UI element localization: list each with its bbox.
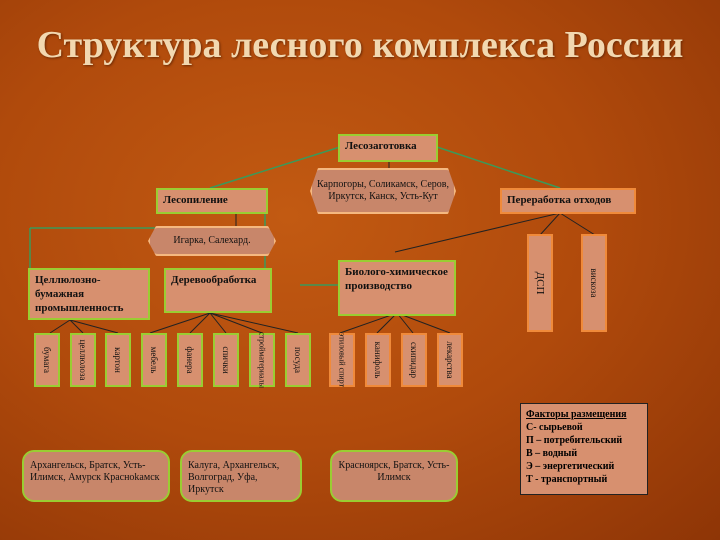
node-logging: Лесозаготовка (338, 134, 438, 162)
product-box: мебель (141, 333, 167, 387)
product-box: картон (105, 333, 131, 387)
node-wood: Деревообработка (164, 268, 272, 313)
product-box: ДСП (527, 234, 553, 332)
factors-legend: Факторы размещения С- сырьевой П – потре… (520, 403, 648, 495)
biochem-cities: Красноярск, Братск, Усть-Илимск (330, 450, 458, 502)
node-pulp: Целлюлозно-бумажная промышленность (28, 268, 150, 320)
product-box: бумага (34, 333, 60, 387)
factors-title: Факторы размещения (526, 409, 627, 420)
factor-item: С- сырьевой (526, 422, 583, 433)
sawmill-cities: Игарка, Салехард. (148, 226, 276, 256)
wood-cities: Калуга, Архангельск, Волгоград, Уфа, Ирк… (180, 450, 302, 502)
logging-cities: Карпогоры, Соликамск, Серов, Иркутск, Ка… (310, 168, 456, 214)
factor-item: П – потребительский (526, 435, 623, 446)
product-box: спички (213, 333, 239, 387)
product-box: посуда (285, 333, 311, 387)
slide-title: Структура лесного комплекса России (36, 24, 684, 66)
pulp-cities: Архангельск, Братск, Усть-Илимск, Амурск… (22, 450, 170, 502)
product-box: этиловый спирт (329, 333, 355, 387)
product-box: стройматериалы (249, 332, 275, 388)
node-waste: Переработка отходов (500, 188, 636, 214)
factor-item: В – водный (526, 448, 578, 459)
product-box: вискоза (581, 234, 607, 332)
product-box: целлюлоза (70, 333, 96, 387)
factor-item: Э – энергетический (526, 461, 615, 472)
product-box: фанера (177, 333, 203, 387)
node-sawmill: Лесопиление (156, 188, 268, 214)
node-biochem: Биолого-химическое производство (338, 260, 456, 316)
product-box: лекарства (437, 333, 463, 387)
factor-item: Т - транспортный (526, 474, 608, 485)
product-box: скипидар (401, 333, 427, 387)
product-box: канифоль (365, 333, 391, 387)
